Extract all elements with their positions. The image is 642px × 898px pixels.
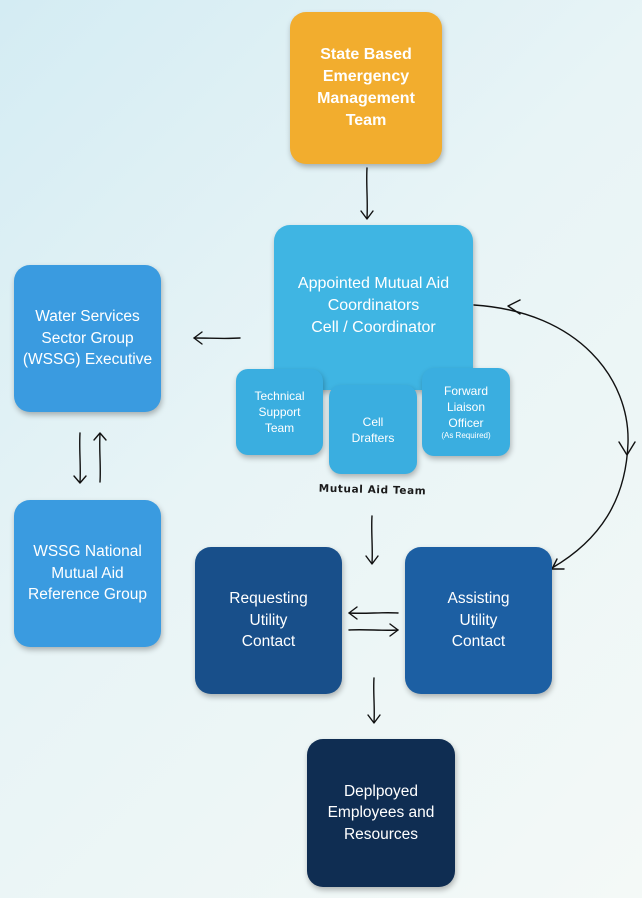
arrow-contacts-to-deployed: [373, 677, 375, 723]
technical-support-team-box: Technical Support Team: [236, 369, 323, 455]
forward-liaison-note: (As Required): [441, 431, 491, 440]
deployed-employees-resources-box: Deplpoyed Employees and Resources: [307, 739, 455, 887]
state-emergency-team-box: State Based Emergency Management Team: [290, 12, 442, 164]
arrow-national-to-wssg: [99, 433, 101, 483]
wssg-national-reference-group-label: WSSG National Mutual Aid Reference Group: [28, 543, 147, 604]
forward-liaison-officer-box: Forward Liaison Officer (As Required): [422, 368, 510, 456]
wssg-national-reference-group-box: WSSG National Mutual Aid Reference Group: [14, 500, 161, 647]
assisting-utility-contact-label: Assisting Utility Contact: [447, 590, 510, 651]
requesting-utility-contact-label: Requesting Utility Contact: [229, 590, 308, 651]
arrow-assisting-to-requesting: [348, 612, 399, 614]
arrowhead-to-assisting: [618, 441, 636, 456]
forward-liaison-officer-label: Forward Liaison Officer: [443, 384, 488, 430]
assisting-utility-contact-box: Assisting Utility Contact: [405, 547, 552, 694]
wssg-executive-label: Water Services Sector Group (WSSG) Execu…: [22, 308, 153, 369]
arrow-team-to-contacts: [371, 515, 373, 564]
mutual-aid-coordinators-label: Appointed Mutual Aid Coordinators Cell /…: [297, 275, 450, 336]
deployed-employees-resources-label: Deplpoyed Employees and Resources: [327, 782, 435, 843]
arrowhead-to-coordinators: [507, 299, 521, 315]
mutual-aid-coordinators-box: Appointed Mutual Aid Coordinators Cell /…: [274, 225, 473, 390]
wssg-executive-box: Water Services Sector Group (WSSG) Execu…: [14, 265, 161, 412]
requesting-utility-contact-box: Requesting Utility Contact: [195, 547, 342, 694]
arrow-wssg-to-national: [79, 432, 81, 483]
arc-coordinators-assisting: [473, 304, 629, 569]
arrow-requesting-to-assisting: [348, 629, 399, 631]
technical-support-team-label: Technical Support Team: [254, 389, 305, 435]
state-emergency-team-label: State Based Emergency Management Team: [317, 46, 415, 129]
cell-drafters-box: Cell Drafters: [329, 385, 417, 474]
cell-drafters-label: Cell Drafters: [351, 414, 395, 445]
arrow-state-to-coordinators: [366, 167, 368, 219]
